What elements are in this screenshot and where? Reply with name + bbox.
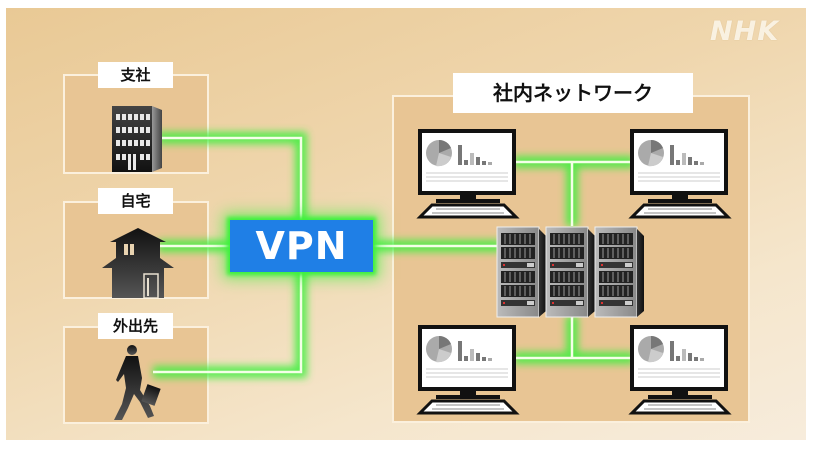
- server-rack-icon: [496, 226, 645, 318]
- walking-businessperson-icon: [114, 345, 161, 420]
- internal-network-label: 社内ネットワーク: [453, 73, 693, 113]
- desktop-computer-icon: [628, 325, 732, 415]
- line-core: [153, 136, 634, 374]
- desktop-computer-icon: [416, 129, 520, 219]
- desktop-computer-icon: [628, 129, 732, 219]
- diagram-canvas: NHK: [6, 8, 806, 440]
- office-building-icon: [112, 106, 162, 172]
- vpn-box: VPN: [230, 220, 373, 272]
- location-label-branch: 支社: [98, 62, 173, 88]
- desktop-computer-icon: [416, 325, 520, 415]
- house-icon: [102, 228, 174, 298]
- location-label-home: 自宅: [98, 188, 173, 214]
- nhk-logo: NHK: [710, 16, 780, 47]
- location-label-outside: 外出先: [98, 313, 173, 339]
- connection-lines: [153, 132, 634, 378]
